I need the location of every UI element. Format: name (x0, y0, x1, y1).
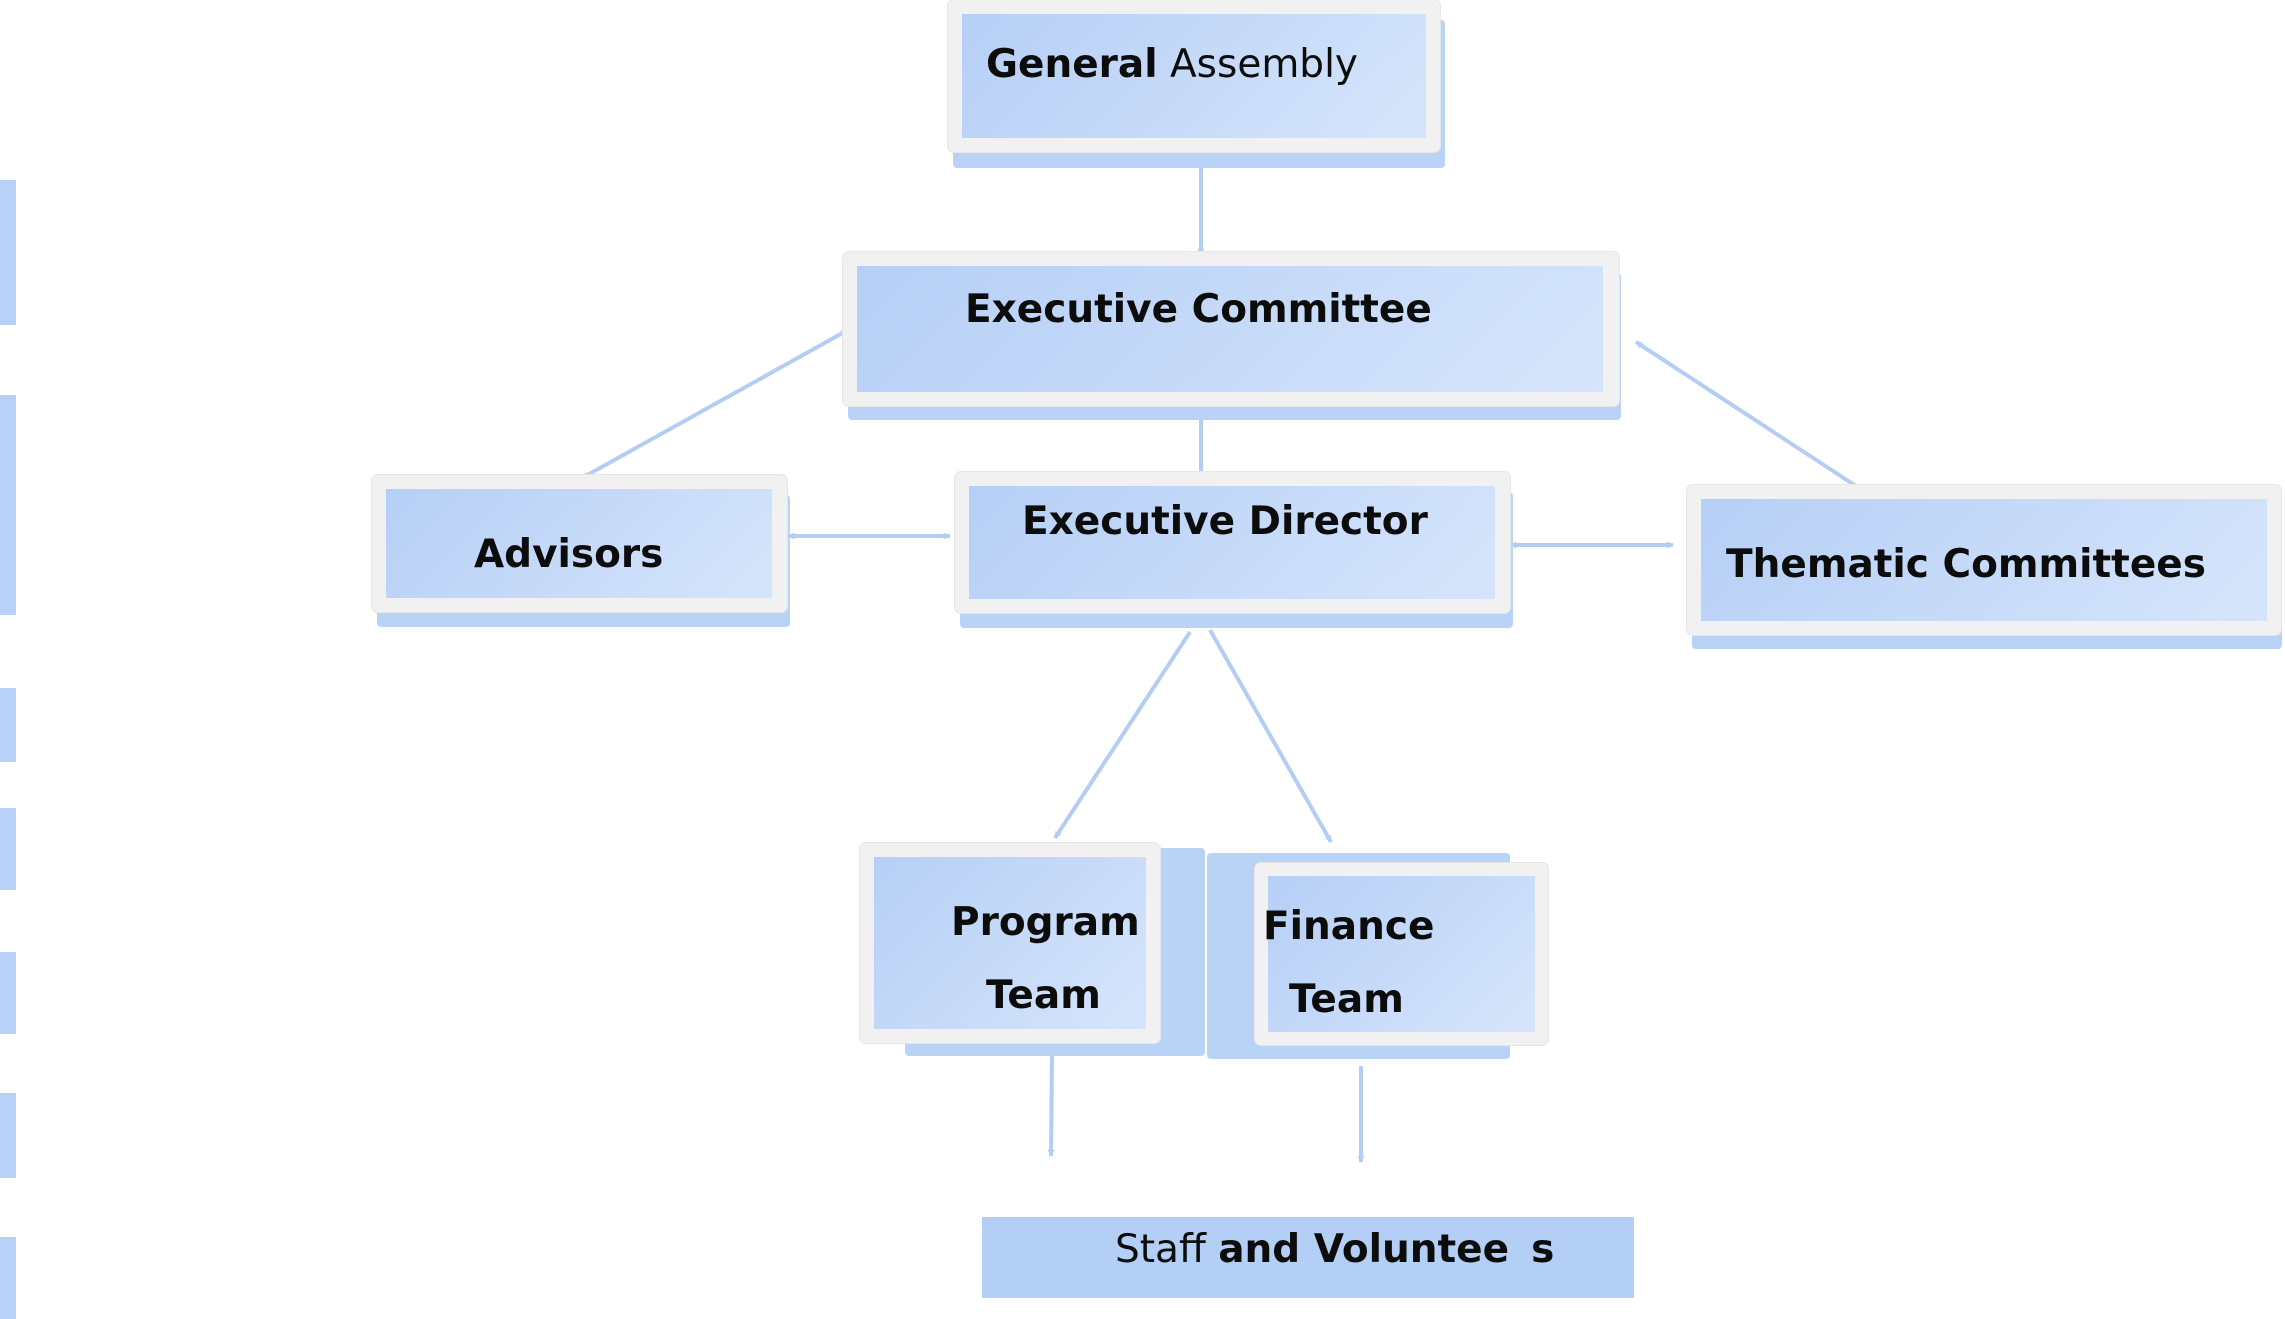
node-advisors: Advisors (372, 475, 792, 630)
staff-volunteers-tail: s (1531, 1227, 1555, 1272)
node-body (962, 14, 1426, 138)
program-team-line2: Team (986, 973, 1101, 1018)
node-executive-committee: Executive Committee (843, 252, 1623, 422)
executive-committee-label: Executive Committee (965, 287, 1432, 332)
node-body (969, 486, 1495, 599)
node-executive-director: Executive Director (955, 472, 1515, 632)
executive-director-label: Executive Director (1022, 499, 1428, 544)
node-general-assembly: General Assembly (948, 0, 1446, 170)
staff-volunteers-label: Staff and Voluntee s (1115, 1230, 1554, 1269)
arrow-director-program (1053, 630, 1192, 840)
margin-bar (0, 1093, 16, 1178)
program-team-line1: Program (951, 900, 1140, 945)
node-body (1268, 876, 1535, 1032)
arrow-committee-thematic (1634, 340, 1864, 492)
margin-bar (0, 395, 16, 615)
node-body (857, 266, 1603, 392)
margin-bar (0, 1237, 16, 1319)
margin-bar (0, 808, 16, 890)
node-thematic-committees: Thematic Committees (1687, 485, 2285, 651)
node-body (874, 857, 1146, 1029)
advisors-label: Advisors (474, 532, 664, 577)
margin-bar (0, 952, 16, 1034)
margin-bar (0, 180, 16, 325)
node-body (386, 489, 772, 598)
general-assembly-rest: Assembly (1157, 42, 1358, 87)
arrow-committee-advisors (581, 328, 849, 480)
general-assembly-label: General Assembly (986, 45, 1358, 84)
margin-bar (0, 688, 16, 762)
arrow-director-finance (1208, 629, 1333, 843)
general-assembly-strong: General (986, 42, 1158, 87)
node-body (1701, 499, 2267, 621)
thematic-committees-label: Thematic Committees (1726, 542, 2206, 587)
staff-volunteers-light: Staff (1115, 1227, 1219, 1272)
finance-team-line2: Team (1289, 977, 1404, 1022)
node-finance-team: Finance Team (1205, 853, 1550, 1061)
arrow-program-staff (1047, 1055, 1055, 1157)
node-staff-volunteers (982, 1217, 1634, 1298)
node-program-team: Program Team (860, 843, 1210, 1058)
finance-team-line1: Finance (1263, 904, 1435, 949)
staff-volunteers-strong: and Voluntee (1218, 1227, 1510, 1272)
